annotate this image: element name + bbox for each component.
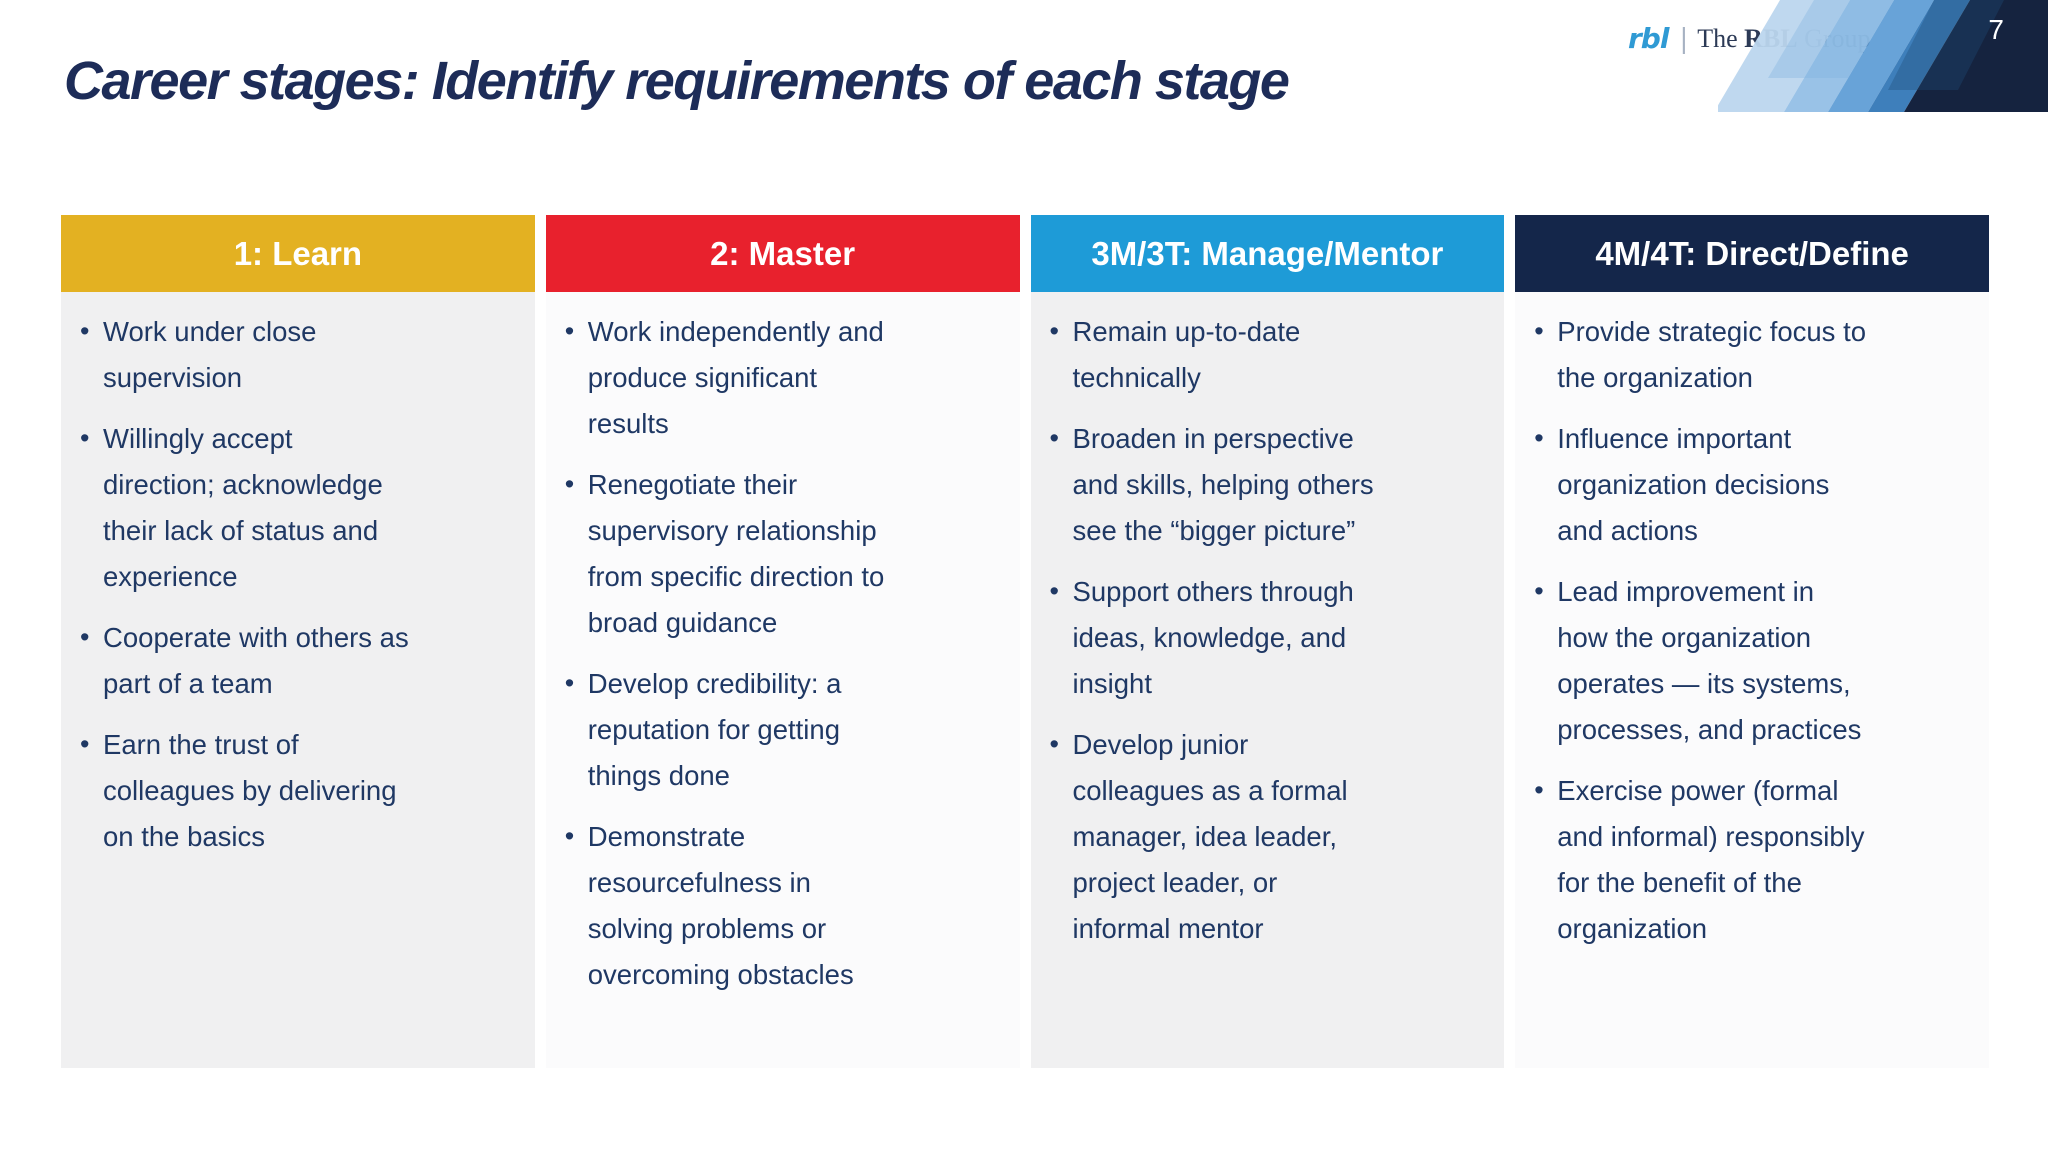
bullet-item: Renegotiate their supervisory relationsh… (560, 461, 1008, 646)
bullet-item: Remain up-to-date technically (1045, 308, 1493, 401)
bullet-item: Work independently and produce significa… (560, 308, 1008, 447)
bullet-item: Support others through ideas, knowledge,… (1045, 568, 1493, 707)
ribbon-corner-navy (1904, 0, 2048, 112)
ribbon-stripe-mid (1784, 0, 1894, 112)
ribbon-overlay-1 (1768, 0, 1894, 78)
column-body-learn: Work under close supervision Willingly a… (61, 292, 535, 1068)
bullet-item: Cooperate with others as part of a team (75, 614, 523, 707)
column-header-learn: 1: Learn (61, 215, 535, 292)
column-manage-mentor: 3M/3T: Manage/Mentor Remain up-to-date t… (1030, 215, 1505, 1068)
ribbon-stripe-dark (1868, 0, 1970, 112)
column-learn: 1: Learn Work under close supervision Wi… (61, 215, 535, 1068)
slide-title: Career stages: Identify requirements of … (64, 51, 1290, 111)
bullet-item: Demonstrate resourcefulness in solving p… (560, 813, 1008, 998)
column-header-manage-mentor: 3M/3T: Manage/Mentor (1030, 215, 1505, 292)
bullet-item: Earn the trust of colleagues by deliveri… (75, 721, 523, 860)
column-body-manage-mentor: Remain up-to-date technically Broaden in… (1030, 292, 1505, 1068)
column-body-direct-define: Provide strategic focus to the organizat… (1515, 292, 1989, 1068)
column-master: 2: Master Work independently and produce… (545, 215, 1020, 1068)
bullet-item: Broaden in perspective and skills, helpi… (1045, 415, 1493, 554)
column-body-master: Work independently and produce significa… (545, 292, 1020, 1068)
ribbon-stripe-steel (1828, 0, 1934, 112)
corner-ribbon-decoration (1718, 0, 2048, 112)
column-direct-define: 4M/4T: Direct/Define Provide strategic f… (1515, 215, 1989, 1068)
ribbon-overlay-2 (1888, 0, 2004, 90)
bullet-item: Influence important organization decisio… (1529, 415, 1977, 554)
bullet-item: Exercise power (formal and informal) res… (1529, 767, 1977, 952)
bullet-item: Provide strategic focus to the organizat… (1529, 308, 1977, 401)
bullet-item: Lead improvement in how the organization… (1529, 568, 1977, 753)
bullet-item: Work under close supervision (75, 308, 523, 401)
ribbon-stripe-light (1718, 0, 1850, 112)
column-header-master: 2: Master (545, 215, 1020, 292)
bullet-item: Develop credibility: a reputation for ge… (560, 660, 1008, 799)
column-header-direct-define: 4M/4T: Direct/Define (1515, 215, 1989, 292)
career-stage-columns: 1: Learn Work under close supervision Wi… (61, 215, 1989, 1068)
bullet-item: Develop junior colleagues as a formal ma… (1045, 721, 1493, 952)
bullet-item: Willingly accept direction; acknowledge … (75, 415, 523, 600)
rbl-logo-mark-icon: rbl (1628, 22, 1669, 55)
page-number: 7 (1988, 14, 2004, 45)
logo-the: The (1697, 23, 1745, 53)
logo-separator: | (1680, 21, 1688, 55)
